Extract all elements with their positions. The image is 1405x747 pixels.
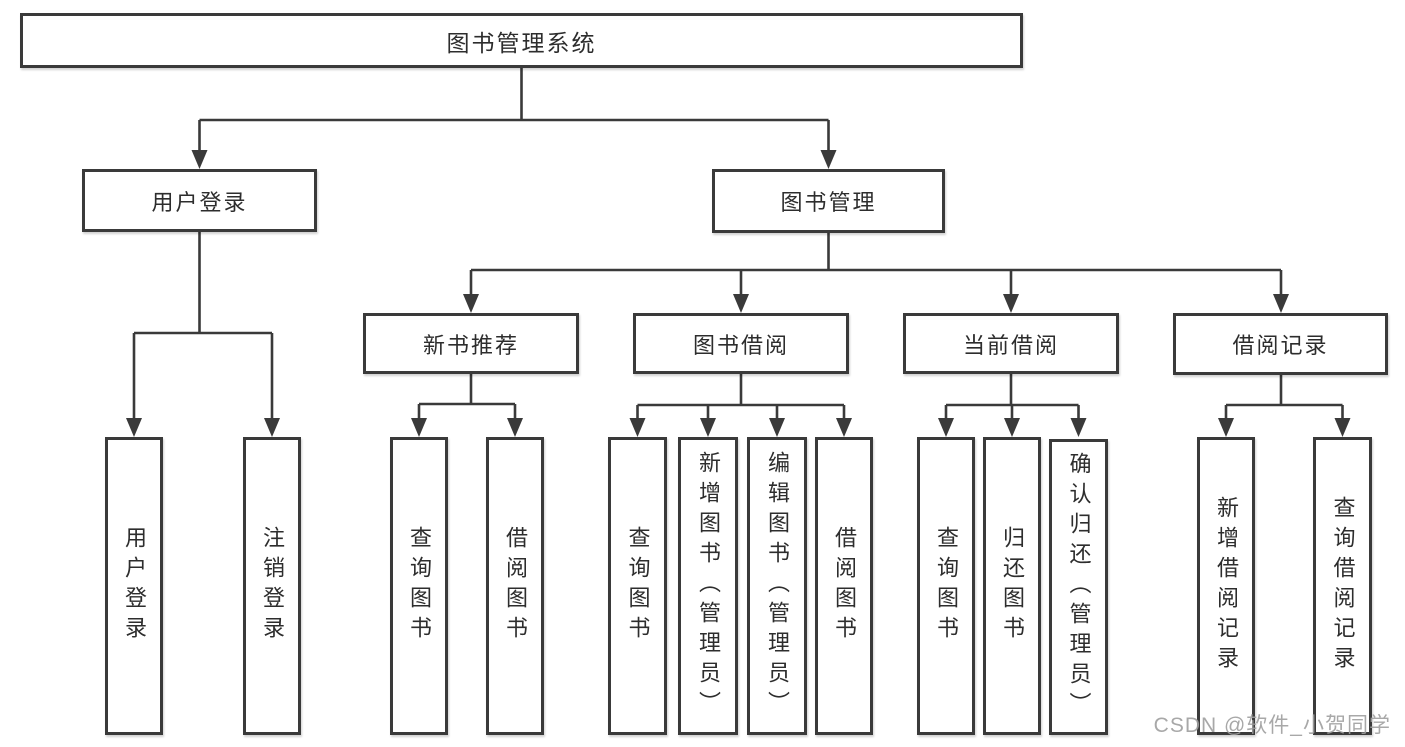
leaf-edit-book-admin: 编辑图书（管理员）: [747, 437, 807, 735]
leaf-user-login-label: 用户登录: [122, 526, 147, 646]
node-borrowing-records-label: 借阅记录: [1232, 333, 1329, 358]
node-borrowing-records: 借阅记录: [1173, 313, 1388, 375]
leaf-add-borrow-record: 新增借阅记录: [1197, 437, 1255, 735]
leaf-borrow-book-recommend-label: 借阅图书: [503, 526, 528, 646]
watermark-text: CSDN @软件_小贺同学: [1153, 714, 1391, 737]
leaf-query-borrow-record: 查询借阅记录: [1313, 437, 1372, 735]
node-root: 图书管理系统: [20, 13, 1023, 68]
node-book-management-label: 图书管理: [780, 190, 877, 215]
arrowheads: [126, 150, 1351, 437]
leaf-query-book-current: 查询图书: [917, 437, 975, 735]
leaf-query-book-recommend: 查询图书: [390, 437, 448, 735]
node-new-book-recommend-label: 新书推荐: [422, 332, 519, 358]
leaf-add-book-admin: 新增图书（管理员）: [678, 437, 738, 735]
leaf-add-borrow-record-label: 新增借阅记录: [1214, 496, 1239, 676]
leaf-user-login: 用户登录: [105, 437, 163, 735]
leaf-query-book-recommend-label: 查询图书: [407, 526, 432, 646]
leaf-borrow-book: 借阅图书: [815, 437, 873, 735]
leaf-logout-label: 注销登录: [260, 526, 285, 646]
leaf-logout: 注销登录: [243, 437, 301, 735]
leaf-return-book: 归还图书: [983, 437, 1041, 735]
leaf-query-book-borrowing: 查询图书: [608, 437, 667, 735]
leaf-query-book-borrowing-label: 查询图书: [625, 526, 651, 646]
leaf-borrow-book-label: 借阅图书: [832, 526, 857, 646]
node-user-login: 用户登录: [82, 169, 317, 232]
node-user-login-label: 用户登录: [151, 189, 248, 215]
node-book-borrowing-label: 图书借阅: [692, 332, 789, 358]
node-current-borrowing-label: 当前借阅: [962, 332, 1059, 358]
node-root-label: 图书管理系统: [446, 29, 597, 56]
leaf-borrow-book-recommend: 借阅图书: [486, 437, 544, 735]
leaf-confirm-return-admin: 确认归还（管理员）: [1049, 439, 1108, 735]
node-current-borrowing: 当前借阅: [903, 313, 1119, 374]
leaf-edit-book-admin-label: 编辑图书（管理员）: [765, 451, 790, 721]
leaf-return-book-label: 归还图书: [1000, 526, 1025, 646]
leaf-query-borrow-record-label: 查询借阅记录: [1330, 496, 1356, 676]
leaf-confirm-return-admin-label: 确认归还（管理员）: [1066, 452, 1092, 722]
leaf-query-book-current-label: 查询图书: [934, 526, 959, 646]
node-new-book-recommend: 新书推荐: [363, 313, 579, 374]
node-book-management: 图书管理: [712, 169, 945, 233]
node-book-borrowing: 图书借阅: [633, 313, 849, 374]
leaf-add-book-admin-label: 新增图书（管理员）: [696, 451, 721, 721]
connector-lines: [132, 68, 1344, 420]
